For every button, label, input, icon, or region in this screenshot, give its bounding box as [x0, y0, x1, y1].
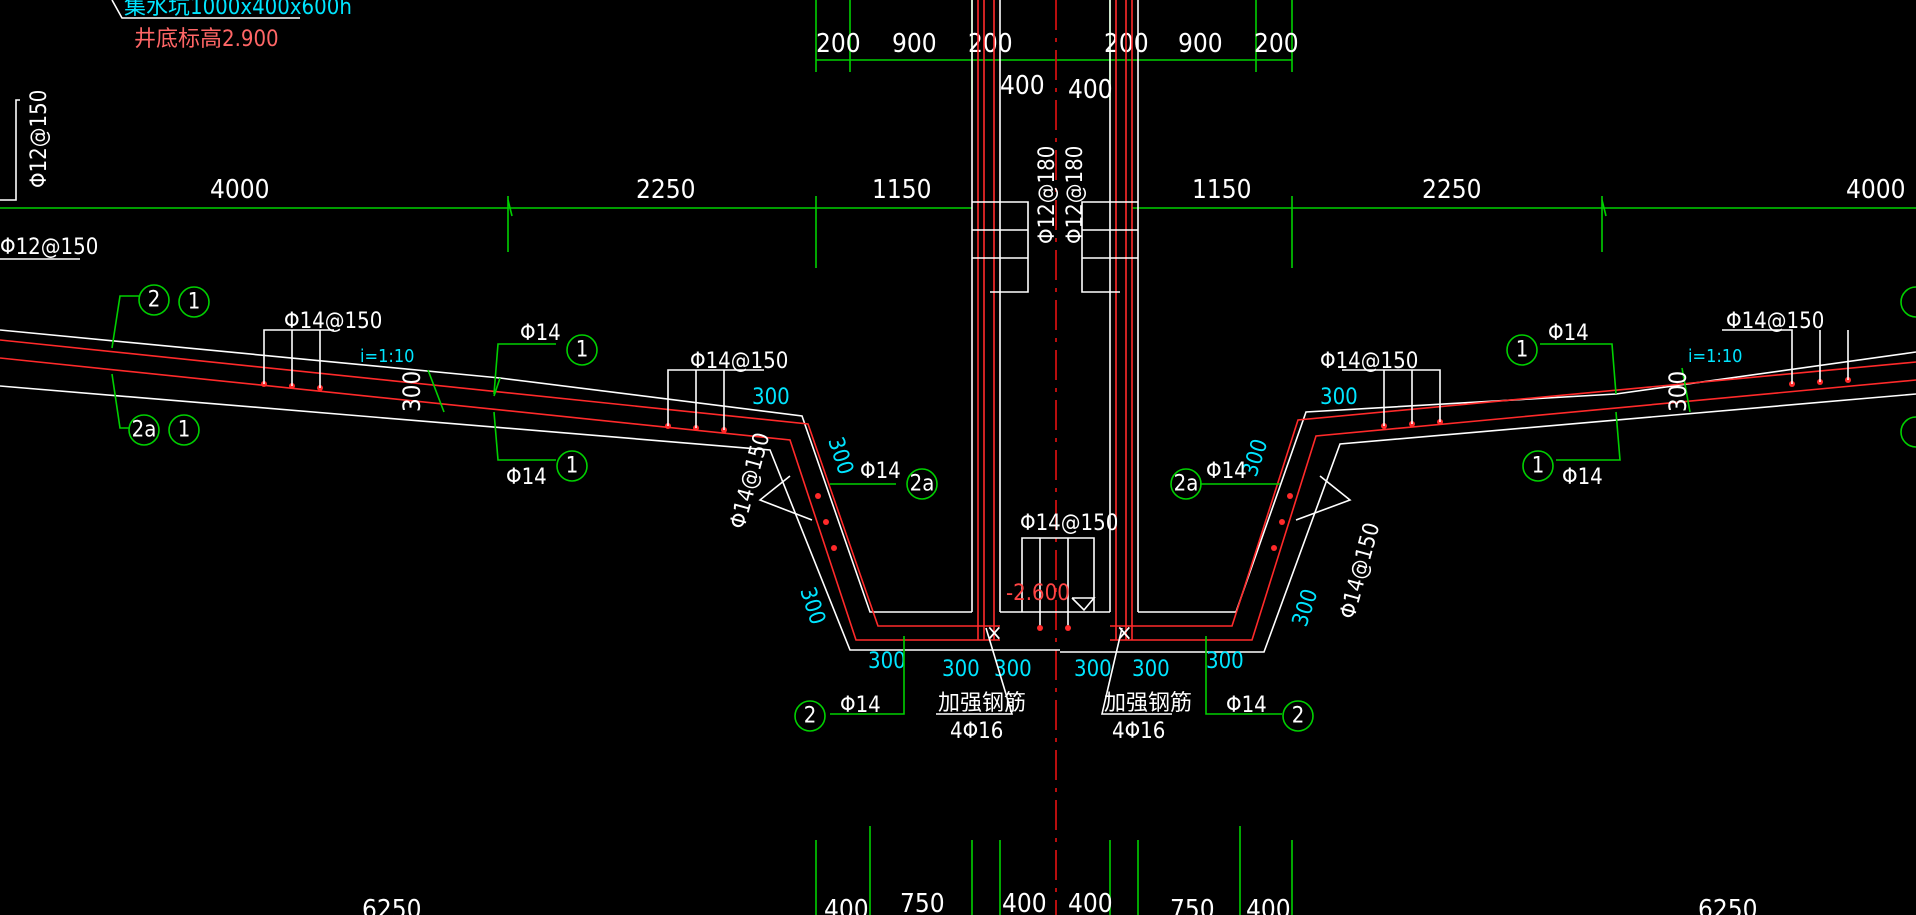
dim-top-200-d: 200 — [1254, 29, 1299, 59]
dim-main-4000-left: 4000 — [210, 175, 270, 205]
dim-top-900-a: 900 — [892, 29, 937, 59]
slope-rebar-right-label: Φ14@150 — [1336, 520, 1386, 621]
dim-bottom-400-a: 400 — [824, 895, 869, 915]
phi14-right-bottom: Φ14 — [1562, 465, 1603, 490]
phi14-left-bottom: Φ14 — [506, 465, 547, 490]
slope-thickness-right: 300 — [1320, 385, 1358, 410]
dim-top-200-a: 200 — [816, 29, 861, 59]
dim-main-1150-left: 1150 — [872, 175, 932, 205]
bottom-thickness-right-b: 300 — [1132, 657, 1170, 682]
slab-top-right-label: Φ14@150 — [1726, 309, 1824, 334]
slab-mid-left-label: Φ14@150 — [690, 349, 788, 374]
reinforce-left-label: 加强钢筋 — [938, 691, 1026, 716]
bottom-dimension-row: 6250 400 750 400 400 750 400 6250 — [362, 826, 1758, 915]
slope-thickness-left-3: 300 — [794, 584, 829, 628]
left-vertical-leader — [0, 99, 20, 201]
dim-main-2250-right: 2250 — [1422, 175, 1482, 205]
dim-wall-400-left: 400 — [1000, 71, 1045, 101]
cross-mark-right: × — [1116, 621, 1133, 646]
marker-1-mid-right-bottom: 1 — [1532, 454, 1545, 479]
rebar-dots-left — [261, 381, 837, 551]
main-dimension-row: 4000 2250 1150 1150 2250 4000 — [0, 175, 1916, 268]
slab-top-left-label: Φ14@150 — [284, 309, 382, 334]
left-vertical-rebar-label: Φ12@150 — [27, 90, 52, 188]
phi14-slope-left: Φ14 — [860, 459, 901, 484]
bottom-thickness-right-c: 300 — [1206, 649, 1244, 674]
slope-rebar-left-label: Φ14@150 — [726, 430, 776, 531]
left-edge-labels: Φ12@150 Φ12@150 — [0, 90, 98, 260]
slope-ratio-right: i=1:10 — [1688, 346, 1742, 367]
dim-wall-400-right: 400 — [1068, 75, 1113, 105]
dim-bottom-400-c: 400 — [1068, 889, 1113, 915]
phi14-bottom-left: Φ14 — [840, 693, 881, 718]
left-horizontal-rebar-label: Φ12@150 — [0, 235, 98, 260]
bottom-thickness-left-a: 300 — [868, 649, 906, 674]
dim-top-900-b: 900 — [1178, 29, 1223, 59]
dim-bottom-400-b: 400 — [1002, 889, 1047, 915]
marker-2-top-left: 2 — [148, 288, 161, 313]
phi14-bottom-right: Φ14 — [1226, 693, 1267, 718]
rebar-dots-right — [1271, 377, 1851, 551]
slope-thickness-right-3: 300 — [1288, 586, 1323, 630]
dim-bottom-400-d: 400 — [1246, 895, 1291, 915]
dim-bottom-750-right: 750 — [1170, 895, 1215, 915]
marker-2a-slope-left: 2a — [910, 472, 935, 497]
top-dimension-row: 200 900 200 200 900 200 400 400 — [815, 0, 1299, 105]
slab-left: 300 i=1:10 300 300 300 300 300 300 Φ14@1… — [0, 309, 1060, 682]
cross-mark-left: × — [986, 621, 1003, 646]
slab-thickness-right: 300 — [1664, 371, 1692, 412]
dim-bottom-6250-right: 6250 — [1698, 895, 1758, 915]
dim-bottom-750-left: 750 — [900, 889, 945, 915]
bottom-center-rebar-label: Φ14@150 — [1020, 511, 1118, 536]
phi14-left-top: Φ14 — [520, 321, 561, 346]
dim-main-2250-left: 2250 — [636, 175, 696, 205]
phi14-right-top: Φ14 — [1548, 321, 1589, 346]
phi14-slope-right: Φ14 — [1206, 459, 1247, 484]
callout-markers: 2 1 2a 1 1 Φ14 1 Φ14 2a Φ14 2 Φ14 1 Φ14 … — [111, 284, 1916, 732]
well-bottom-label: 井底标高2.900 — [134, 27, 279, 52]
bottom-thickness-left-b: 300 — [942, 657, 980, 682]
dim-main-1150-right: 1150 — [1192, 175, 1252, 205]
reinforce-right-label: 加强钢筋 — [1104, 691, 1192, 716]
bottom-thickness-left-c: 300 — [994, 657, 1032, 682]
marker-1-mid-right-top: 1 — [1516, 338, 1529, 363]
dim-bottom-6250-left: 6250 — [362, 895, 422, 915]
marker-2-bottom-left: 2 — [804, 704, 817, 729]
reinforce-left-spec: 4Φ16 — [950, 719, 1003, 744]
marker-1-top-left: 1 — [188, 290, 201, 315]
marker-1-mid-left-top: 1 — [576, 338, 589, 363]
wall-rebar-left-label: Φ12@180 — [1035, 146, 1060, 244]
pit-leader — [111, 0, 300, 19]
title-annotations: 集水坑1000x400x600h 井底标高2.900 — [111, 0, 352, 52]
dim-top-200-b: 200 — [968, 29, 1013, 59]
pit-spec-label: 集水坑1000x400x600h — [124, 0, 352, 20]
marker-2-bottom-right: 2 — [1292, 704, 1305, 729]
slab-thickness-left: 300 — [398, 371, 426, 412]
marker-2a-slope-right: 2a — [1174, 472, 1199, 497]
reinforce-right-spec: 4Φ16 — [1112, 719, 1165, 744]
slope-thickness-left-2: 300 — [822, 434, 857, 478]
marker-2a-left: 2a — [132, 418, 157, 443]
marker-1-mid-left-bottom: 1 — [566, 454, 579, 479]
wall-rebar-right-label: Φ12@180 — [1063, 146, 1088, 244]
bottom-thickness-right-a: 300 — [1074, 657, 1112, 682]
marker-1-left-low: 1 — [178, 418, 191, 443]
elevation-label: -2.600 — [1006, 581, 1070, 606]
slope-thickness-left: 300 — [752, 385, 790, 410]
slab-mid-right-label: Φ14@150 — [1320, 349, 1418, 374]
bottom-center-annotations: Φ14@150 -2.600 加强钢筋 4Φ16 加强钢筋 4Φ16 × × — [936, 511, 1192, 744]
dim-main-4000-right: 4000 — [1846, 175, 1906, 205]
pit-walls: Φ12@180 Φ12@180 — [971, 0, 1139, 640]
slope-ratio-left: i=1:10 — [360, 346, 414, 367]
